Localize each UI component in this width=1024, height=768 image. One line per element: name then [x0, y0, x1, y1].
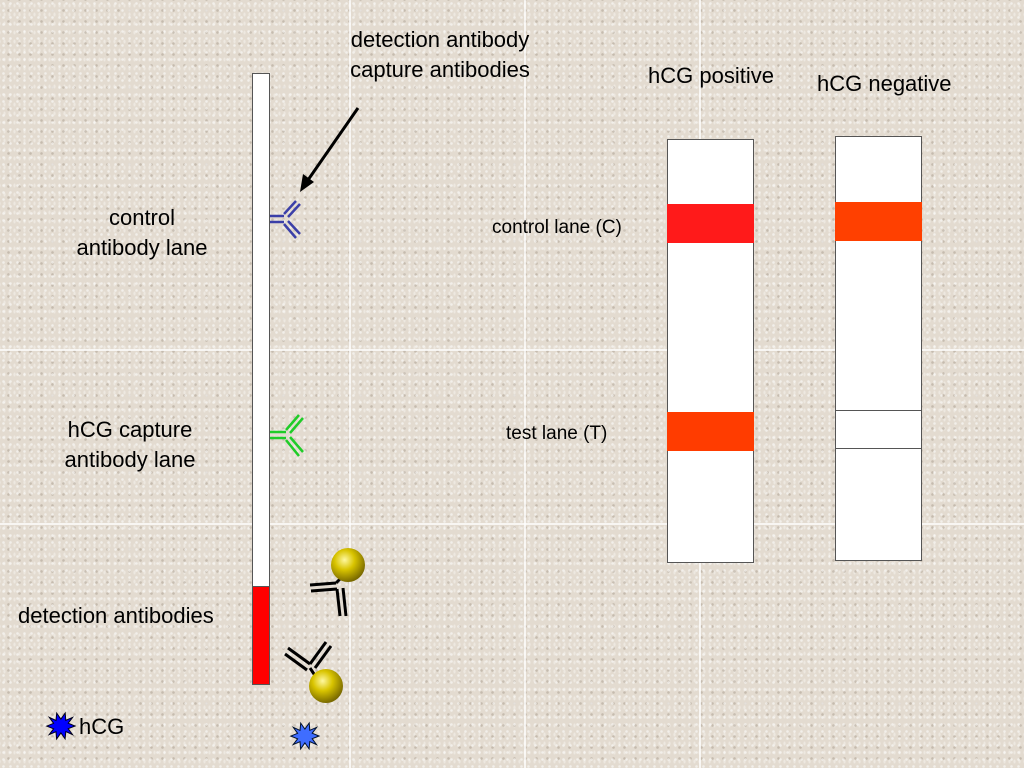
test-lane-label: test lane (T): [506, 423, 608, 444]
control-antibody-icon: [270, 200, 301, 239]
control-label-line2: antibody lane: [76, 235, 208, 260]
detection-antibody-upper-icon: [309, 548, 365, 617]
hcg-molecule-icon: [45, 711, 77, 741]
negative-test-band-empty: [835, 410, 922, 449]
hcg-capture-lane-label: hCG capture antibody lane: [40, 415, 220, 475]
arrow-icon: [300, 107, 360, 192]
grid-vertical-line-1: [349, 0, 351, 768]
detection-antibody-lower-icon: [284, 641, 343, 703]
gold-particle-icon: [309, 669, 343, 703]
detection-antibody-pad: [252, 586, 270, 685]
grid-vertical-line-2: [524, 0, 526, 768]
grid-horizontal-line-2: [0, 523, 1024, 525]
hcg-capture-label-line2: antibody lane: [64, 447, 196, 472]
capture-antibody-icon: [270, 414, 304, 457]
top-label: detection antibody capture antibodies: [320, 25, 560, 85]
hcg-molecule-icon: [289, 721, 321, 751]
gold-particle-icon: [331, 548, 365, 582]
positive-test-band: [667, 412, 754, 451]
grid-horizontal-line-1: [0, 349, 1024, 351]
positive-control-band: [667, 204, 754, 243]
control-label-line1: control: [108, 205, 176, 230]
positive-title: hCG positive: [648, 63, 774, 88]
control-antibody-lane-label: control antibody lane: [52, 203, 232, 263]
negative-title: hCG negative: [817, 71, 952, 96]
control-lane-label: control lane (C): [492, 217, 622, 238]
hcg-legend-label: hCG: [79, 714, 125, 739]
detection-antibodies-label: detection antibodies: [18, 603, 214, 628]
top-label-line2: capture antibodies: [350, 57, 530, 82]
hcg-capture-label-line1: hCG capture: [67, 417, 193, 442]
negative-control-band: [835, 202, 922, 241]
top-label-line1: detection antibody: [350, 27, 530, 52]
